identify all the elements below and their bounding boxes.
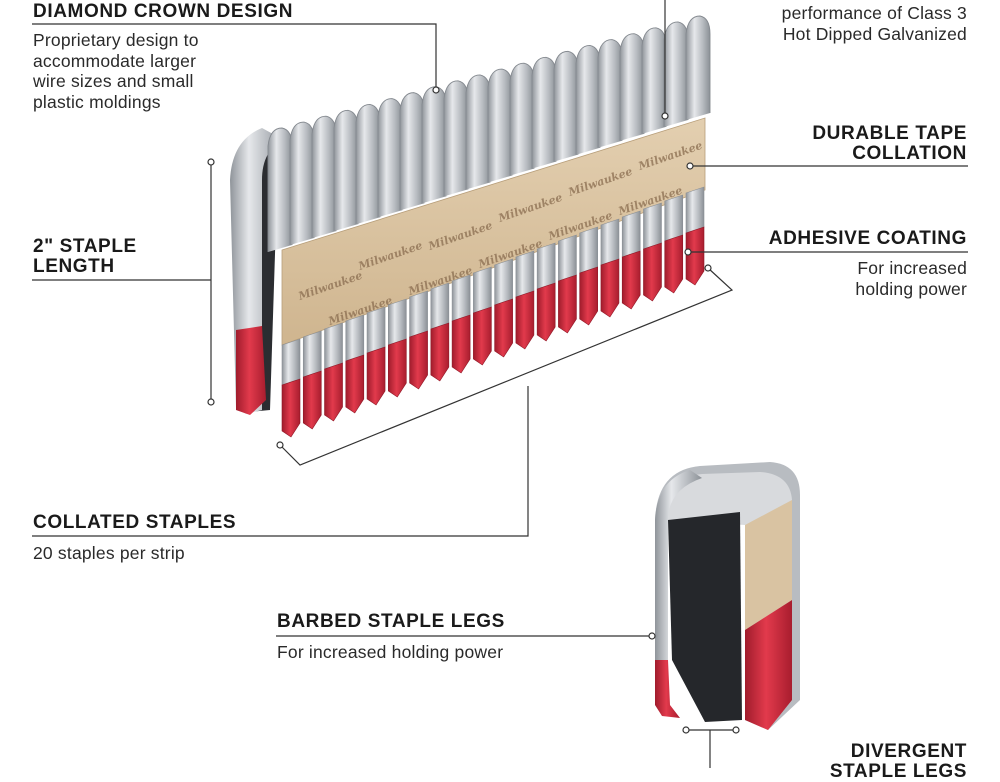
staple-leg bbox=[409, 290, 428, 390]
staple-legs bbox=[236, 186, 705, 438]
staple-crown bbox=[465, 74, 491, 190]
barbed-legs-heading: BARBED STAPLE LEGS bbox=[277, 611, 505, 632]
staple-leg bbox=[621, 210, 641, 310]
divergent-legs-callout: DIVERGENT STAPLE LEGS bbox=[830, 742, 967, 782]
staple-crown bbox=[289, 121, 315, 246]
staple-leg bbox=[430, 282, 450, 382]
staple-length-callout: 2" STAPLE LENGTH bbox=[33, 237, 137, 277]
divergent-legs-heading: DIVERGENT STAPLE LEGS bbox=[829, 741, 967, 782]
staple-crown bbox=[487, 68, 513, 183]
staple-crown bbox=[443, 80, 469, 197]
barbed-legs-callout: BARBED STAPLE LEGS For increased holding… bbox=[277, 612, 505, 663]
staple-crown bbox=[421, 86, 447, 204]
staple-leg bbox=[366, 306, 386, 406]
collated-staples-heading: COLLATED STAPLES bbox=[33, 512, 237, 533]
adhesive-coating-heading: ADHESIVE COATING bbox=[768, 228, 967, 249]
staple-crown bbox=[311, 115, 337, 239]
tape-collation-callout: DURABLE TAPE COLLATION bbox=[812, 124, 967, 164]
staple-crown bbox=[399, 92, 425, 211]
staple-crown bbox=[553, 50, 579, 162]
staple-leg bbox=[643, 202, 662, 302]
staple-leg bbox=[536, 242, 556, 342]
staple-crowns bbox=[267, 15, 711, 252]
small-staple-strip bbox=[655, 462, 800, 730]
staple-crown bbox=[267, 127, 293, 252]
staple-leg bbox=[579, 226, 598, 326]
galvanized-description: performance of Class 3 Hot Dipped Galvan… bbox=[781, 3, 967, 44]
barbed-legs-description: For increased holding power bbox=[277, 642, 504, 662]
tape-collation-heading: DURABLE TAPE COLLATION bbox=[812, 123, 967, 164]
staple-leg bbox=[345, 314, 365, 414]
adhesive-coating-description: For increased holding power bbox=[855, 258, 967, 299]
staple-crown bbox=[355, 103, 381, 225]
collated-staples-callout: COLLATED STAPLES 20 staples per strip bbox=[33, 513, 236, 564]
staple-crown bbox=[509, 62, 535, 176]
staple-leg bbox=[281, 338, 301, 438]
staple-crown bbox=[619, 33, 645, 141]
staple-leg bbox=[494, 258, 513, 358]
staple-crown bbox=[575, 45, 601, 155]
staple-crown bbox=[333, 109, 359, 232]
staple-crown bbox=[685, 15, 711, 120]
staple-leg bbox=[324, 322, 343, 422]
staple-crown bbox=[377, 98, 403, 218]
staple-leg bbox=[685, 186, 705, 286]
adhesive-coating-callout: ADHESIVE COATING For increased holding p… bbox=[769, 229, 967, 299]
staple-crown bbox=[531, 56, 557, 169]
staple-length-heading: 2" STAPLE LENGTH bbox=[33, 236, 137, 277]
staple-leg bbox=[302, 330, 322, 430]
staple-leg bbox=[558, 234, 577, 334]
staple-leg bbox=[451, 274, 471, 374]
galvanized-callout: performance of Class 3 Hot Dipped Galvan… bbox=[782, 3, 967, 44]
leader-lines bbox=[32, 0, 968, 768]
staple-leg bbox=[388, 298, 407, 398]
staple-leg bbox=[473, 266, 492, 366]
staple-leg bbox=[664, 194, 684, 294]
diamond-crown-callout: DIAMOND CROWN DESIGN Proprietary design … bbox=[33, 2, 293, 112]
staple-crown bbox=[663, 21, 689, 127]
strip-end-leg bbox=[236, 326, 266, 415]
collation-tape bbox=[281, 117, 706, 346]
diamond-crown-heading: DIAMOND CROWN DESIGN bbox=[33, 1, 294, 22]
collated-staples-description: 20 staples per strip bbox=[33, 543, 185, 563]
diamond-crown-description: Proprietary design to accommodate larger… bbox=[33, 30, 199, 112]
staple-leg bbox=[600, 218, 620, 318]
staple-leg bbox=[515, 250, 535, 350]
staple-crown bbox=[597, 39, 623, 148]
